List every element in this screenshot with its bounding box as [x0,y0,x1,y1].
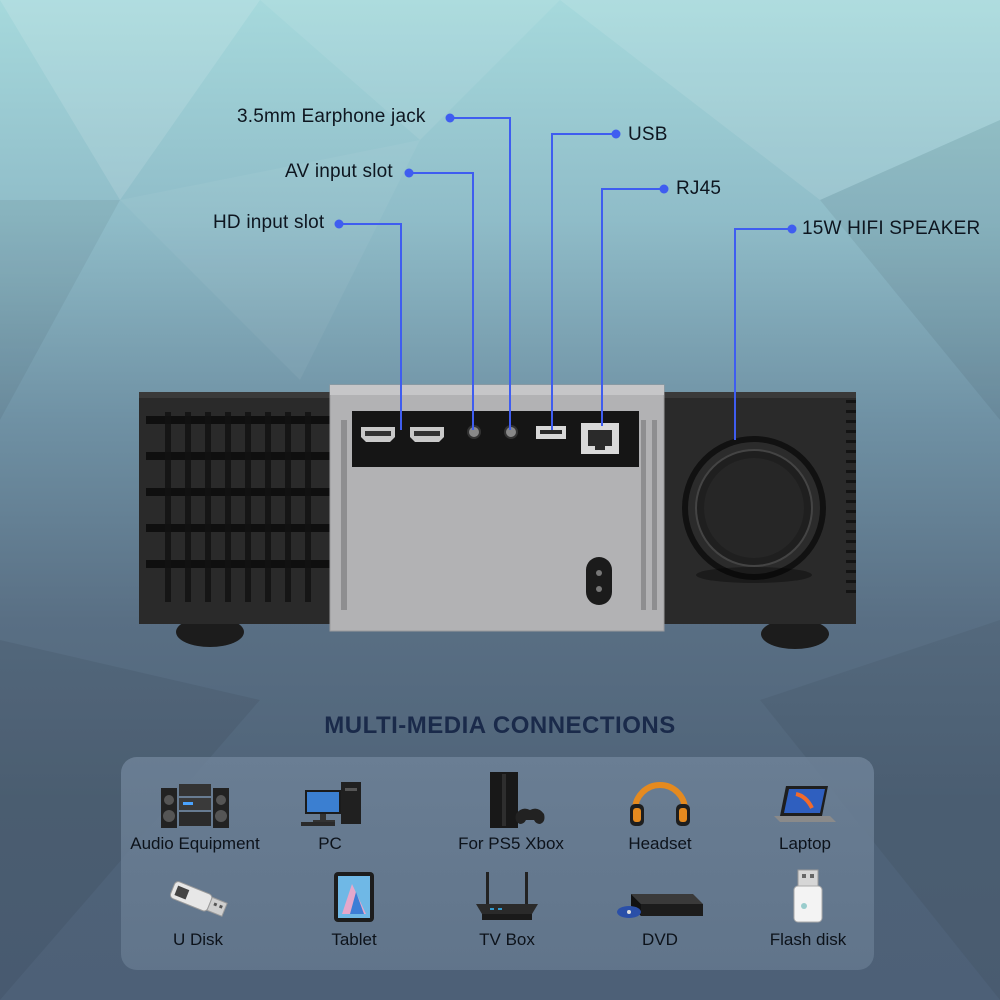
device-pc: PC [255,772,405,854]
device-headset: Headset [585,772,735,854]
speaker [682,436,826,583]
right-foot [761,619,829,649]
device-laptop: Laptop [730,772,880,854]
device-label: TV Box [479,930,535,949]
tablet-icon [334,872,374,922]
pc-icon [301,782,361,826]
u-disk-icon [169,881,228,917]
usb-dot [611,129,621,139]
power-socket [586,557,612,605]
speaker-label: 15W HIFI SPEAKER [802,218,981,239]
device-tablet: Tablet [279,868,429,950]
hd-input-label: HD input slot [213,212,325,233]
callout-lines [334,113,797,440]
device-label: Laptop [779,834,831,853]
device-ps5-xbox: For PS5 Xbox [436,772,586,854]
earphone-jack-label: 3.5mm Earphone jack [237,106,426,127]
flash-disk-icon [793,869,823,923]
game-console-icon [490,772,545,828]
device-audio-equipment: Audio Equipment [120,772,270,854]
section-title: MULTI-MEDIA CONNECTIONS [324,712,676,739]
av-dot [404,168,414,178]
device-tv-box: TV Box [432,868,582,950]
tv-box-icon [476,872,538,920]
device-label: Flash disk [769,930,847,949]
audio-equipment-icon [161,784,229,828]
device-dvd: DVD [585,868,735,950]
rj45-label: RJ45 [676,178,722,199]
speaker-dot [787,224,797,234]
av-input-label: AV input slot [285,161,393,182]
usb-label: USB [628,124,668,145]
device-label: DVD [642,930,678,949]
device-u-disk: U Disk [123,868,273,950]
left-vent-grille [146,416,330,568]
left-foot [176,617,244,647]
headset-icon [630,782,690,826]
device-label: PC [318,834,342,853]
hdmi-port-2 [410,427,444,442]
device-label: For PS5 Xbox [458,834,564,853]
device-label: Audio Equipment [130,834,260,853]
dvd-icon [617,894,703,918]
device-label: Headset [628,834,692,853]
hd-dot [334,219,344,229]
projector-rear-view [139,384,856,649]
device-label: Tablet [331,930,377,949]
usb-port [536,426,566,439]
earphone-dot [445,113,455,123]
rj45-port [581,423,619,454]
hdmi-port-1 [361,427,395,442]
rj45-dot [659,184,669,194]
device-label: U Disk [172,930,224,949]
device-flash-disk: Flash disk [733,868,883,950]
laptop-icon [774,786,836,822]
